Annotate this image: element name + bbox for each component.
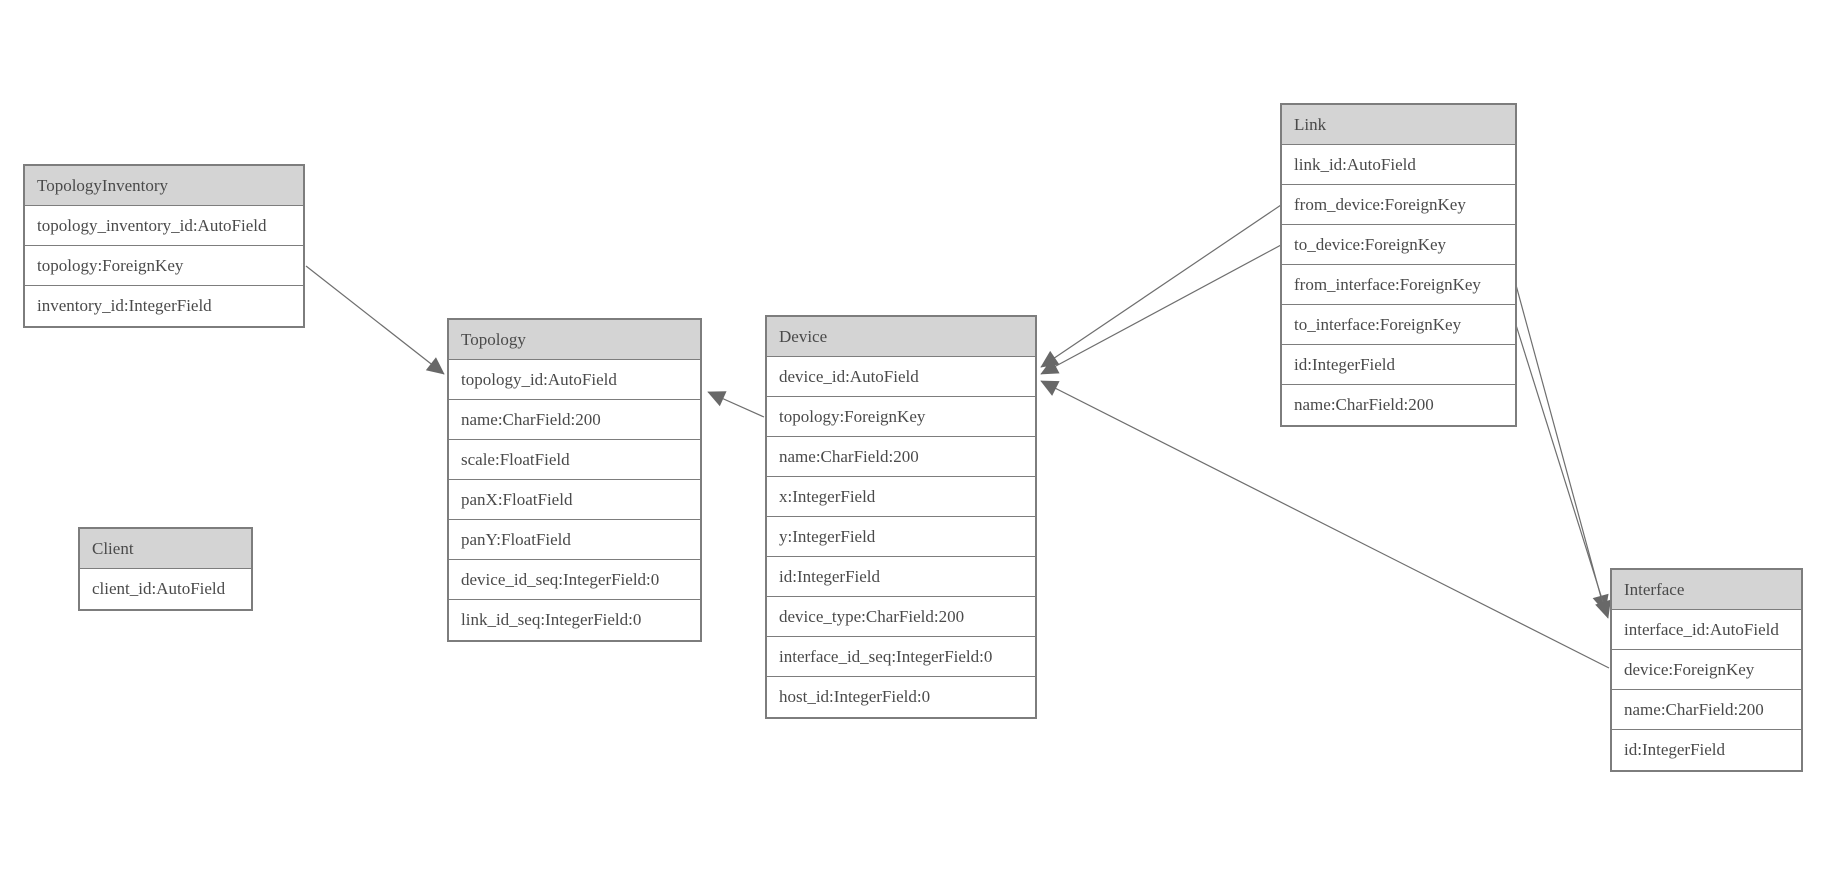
field-row: topology_id:AutoField: [449, 360, 700, 400]
field-row: id:IntegerField: [767, 557, 1035, 597]
field-row: panX:FloatField: [449, 480, 700, 520]
field-row: topology_inventory_id:AutoField: [25, 206, 303, 246]
field-row: device_id_seq:IntegerField:0: [449, 560, 700, 600]
relation-link-from-interface: [1515, 284, 1609, 613]
entity-title-device: Device: [767, 317, 1035, 357]
field-row: name:CharField:200: [1612, 690, 1801, 730]
field-row: device:ForeignKey: [1612, 650, 1801, 690]
field-row: id:IntegerField: [1612, 730, 1801, 770]
relation-interface-device: [1040, 380, 1610, 669]
entity-title-client: Client: [80, 529, 251, 569]
field-row: from_device:ForeignKey: [1282, 185, 1515, 225]
relation-device-topology: [707, 391, 765, 418]
relation-link-to-interface: [1515, 324, 1611, 619]
field-row: id:IntegerField: [1282, 345, 1515, 385]
field-row: device_id:AutoField: [767, 357, 1035, 397]
field-row: device_type:CharField:200: [767, 597, 1035, 637]
field-row: scale:FloatField: [449, 440, 700, 480]
field-row: from_interface:ForeignKey: [1282, 265, 1515, 305]
field-row: client_id:AutoField: [80, 569, 251, 609]
field-row: y:IntegerField: [767, 517, 1035, 557]
field-row: panY:FloatField: [449, 520, 700, 560]
field-row: to_device:ForeignKey: [1282, 225, 1515, 265]
field-row: topology:ForeignKey: [25, 246, 303, 286]
entity-title-topologyinventory: TopologyInventory: [25, 166, 303, 206]
field-row: interface_id:AutoField: [1612, 610, 1801, 650]
field-row: inventory_id:IntegerField: [25, 286, 303, 326]
entity-title-interface: Interface: [1612, 570, 1801, 610]
entity-title-link: Link: [1282, 105, 1515, 145]
field-row: interface_id_seq:IntegerField:0: [767, 637, 1035, 677]
field-row: topology:ForeignKey: [767, 397, 1035, 437]
field-row: to_interface:ForeignKey: [1282, 305, 1515, 345]
field-row: host_id:IntegerField:0: [767, 677, 1035, 717]
relation-link-to-device: [1040, 244, 1282, 375]
field-row: link_id_seq:IntegerField:0: [449, 600, 700, 640]
entity-title-topology: Topology: [449, 320, 700, 360]
field-row: name:CharField:200: [449, 400, 700, 440]
field-row: name:CharField:200: [767, 437, 1035, 477]
field-row: name:CharField:200: [1282, 385, 1515, 425]
relation-topologyinventory-topology: [305, 265, 445, 375]
field-row: x:IntegerField: [767, 477, 1035, 517]
field-row: link_id:AutoField: [1282, 145, 1515, 185]
relation-link-from-device: [1040, 204, 1282, 368]
